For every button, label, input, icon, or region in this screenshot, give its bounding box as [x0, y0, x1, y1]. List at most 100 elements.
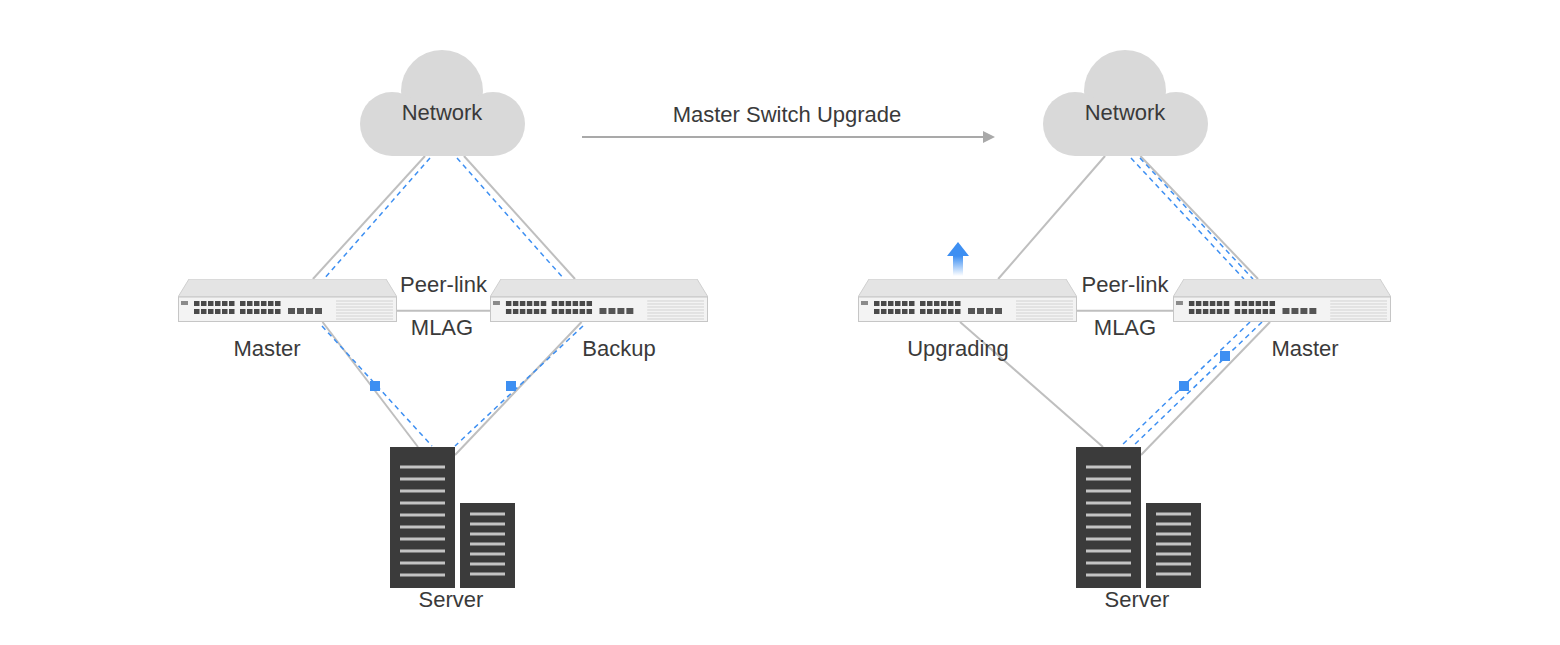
- switch-shape: [858, 279, 1077, 322]
- switch-port: [194, 301, 200, 306]
- switch-port: [229, 309, 235, 314]
- switch-vent: [336, 313, 393, 314]
- switch-port: [201, 301, 207, 306]
- switch-vent: [1330, 301, 1387, 302]
- switch-vent: [1330, 307, 1387, 308]
- switch-port: [254, 309, 260, 314]
- server-bay: [470, 563, 505, 566]
- server-bay: [1156, 523, 1191, 526]
- switch-shape: [1173, 279, 1391, 322]
- switch-port: [506, 301, 511, 306]
- switch-port: [580, 301, 585, 306]
- switch-front: [490, 297, 707, 322]
- switch-port: [222, 301, 228, 306]
- switch-port: [520, 301, 525, 306]
- switch-port: [268, 309, 274, 314]
- switch-port: [888, 301, 894, 306]
- link-label: Peer-link: [364, 272, 524, 298]
- switch-logo: [1176, 301, 1183, 305]
- switch-port: [1270, 301, 1275, 306]
- sfp-port: [1300, 308, 1307, 314]
- server-shape: [1076, 447, 1201, 588]
- device-label: Master: [1205, 336, 1405, 362]
- switch-shape: [178, 279, 397, 322]
- switch-port: [1210, 301, 1215, 306]
- switch-port: [874, 301, 880, 306]
- cloud-label: Network: [342, 100, 542, 126]
- traffic-path: [1131, 158, 1244, 279]
- server-bay: [400, 502, 445, 505]
- switch-top: [1173, 279, 1391, 297]
- device-label: Backup: [519, 336, 719, 362]
- server-bay: [400, 562, 445, 565]
- server-bay: [400, 574, 445, 577]
- switch-port: [1263, 301, 1268, 306]
- switch-port: [587, 301, 592, 306]
- server-tower: [460, 503, 515, 588]
- switch-port: [895, 301, 901, 306]
- device-label: Server: [1037, 587, 1237, 613]
- sfp-port: [1291, 308, 1298, 314]
- switch-port: [881, 309, 887, 314]
- cloud-label: Network: [1025, 100, 1225, 126]
- switch-port: [941, 309, 947, 314]
- cloud-node: Network: [1043, 50, 1208, 156]
- switch-port: [948, 309, 954, 314]
- sfp-port: [1309, 308, 1316, 314]
- switch-front: [859, 297, 1077, 322]
- switch-vent: [1330, 310, 1387, 311]
- upgrade-arrow-head: [947, 242, 969, 256]
- switch-port: [247, 301, 253, 306]
- switch-vent: [336, 301, 393, 302]
- transition-arrow-head: [983, 131, 995, 143]
- switch-port: [261, 301, 267, 306]
- server-tower: [390, 447, 455, 588]
- switch-port: [1235, 309, 1240, 314]
- transition-arrow-shaft: [582, 136, 985, 138]
- switch-port: [1210, 309, 1215, 314]
- server-bay: [1086, 526, 1131, 529]
- switch-top: [490, 279, 708, 297]
- traffic-path: [1133, 322, 1262, 446]
- switch-port: [955, 301, 961, 306]
- switch-logo: [181, 301, 188, 305]
- server-bay: [1156, 533, 1191, 536]
- server-bay: [1156, 573, 1191, 576]
- server-bay: [470, 523, 505, 526]
- switch-port: [920, 301, 926, 306]
- switch-vent: [1016, 319, 1073, 320]
- server-bay: [470, 573, 505, 576]
- switch-port: [587, 309, 592, 314]
- switch-port: [201, 309, 207, 314]
- switch-port: [215, 309, 221, 314]
- switch-port: [208, 309, 214, 314]
- server-bay: [1086, 466, 1131, 469]
- sfp-port: [306, 308, 313, 314]
- switch-port: [881, 301, 887, 306]
- traffic-packet: [1179, 381, 1189, 391]
- server-bay: [1086, 538, 1131, 541]
- switch-port: [534, 301, 539, 306]
- switch-port: [1224, 309, 1229, 314]
- switch-port: [1203, 309, 1208, 314]
- server-bay: [470, 513, 505, 516]
- switch-port: [566, 301, 571, 306]
- traffic-path: [457, 158, 564, 279]
- switch-vent: [336, 304, 393, 305]
- link-line: [1077, 310, 1173, 312]
- protocol-label: MLAG: [1045, 315, 1205, 341]
- switch-port: [240, 301, 246, 306]
- server-bay: [1086, 562, 1131, 565]
- switch-vent: [1016, 310, 1073, 311]
- traffic-packet: [1220, 351, 1230, 361]
- server-node: Server: [390, 447, 515, 588]
- switch-port: [247, 309, 253, 314]
- switch-port: [1189, 301, 1194, 306]
- switch-front: [1173, 297, 1390, 322]
- switch-port: [1249, 309, 1254, 314]
- switch-vent: [647, 319, 704, 320]
- switch-port: [927, 301, 933, 306]
- switch-port: [194, 309, 200, 314]
